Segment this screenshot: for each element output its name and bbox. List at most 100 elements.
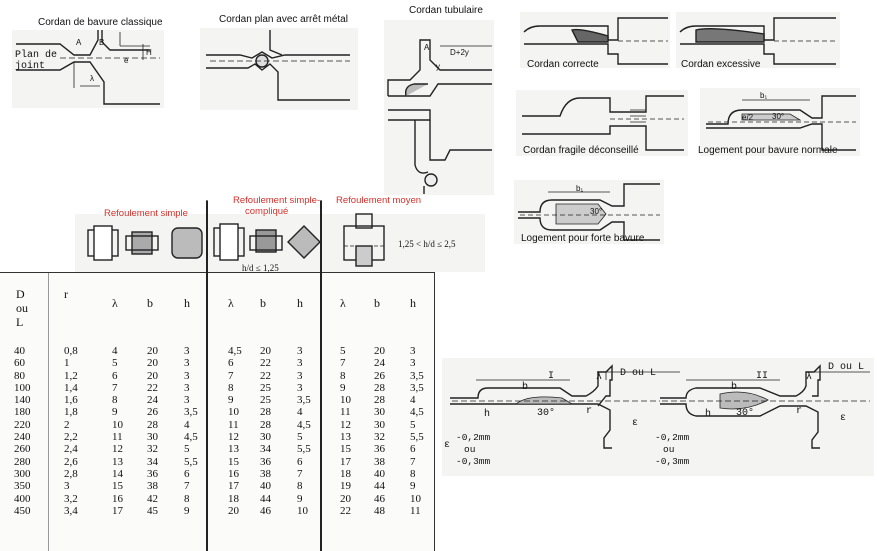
annotation-H: H <box>146 48 152 57</box>
table-cell: 3 <box>297 357 303 370</box>
table-cell: 28 <box>260 406 271 419</box>
annotation-tol-ou-II: ou <box>663 444 675 455</box>
table-cell: 240 <box>14 431 31 444</box>
table-cell: 1,4 <box>64 381 78 394</box>
table-cell: 4 <box>297 406 303 419</box>
caption-logement-normale: Logement pour bavure normale <box>698 145 838 156</box>
table-cell: 8 <box>340 369 346 382</box>
caption-refoulement-simple-complique-2: compliqué <box>245 206 289 217</box>
table-cell: 3 <box>184 345 190 357</box>
table-cell: 12 <box>340 418 351 431</box>
caption-refoulement-moyen: Refoulement moyen <box>336 195 422 206</box>
table-cell: 22 <box>260 357 271 370</box>
table-cell: 15 <box>228 455 239 468</box>
table-cell: 280 <box>14 455 31 468</box>
table-cell: 30 <box>147 431 158 444</box>
table-cell: 28 <box>374 394 385 407</box>
table-cell: 30 <box>374 406 385 419</box>
table-header-cell: h <box>297 296 303 310</box>
table-cell: 25 <box>260 394 271 407</box>
annotation-I: I <box>548 371 555 382</box>
table-cell: 19 <box>340 480 351 493</box>
annotation-hd-2: 1,25 < h/d ≤ 2,5 <box>398 239 456 249</box>
table-cell: 3 <box>297 345 303 357</box>
table-divider <box>320 201 322 551</box>
table-cell: 16 <box>112 492 123 505</box>
annotation-lambda: λ <box>90 74 94 83</box>
table-header-cell: λ <box>112 296 118 310</box>
table-header-cell: b <box>147 296 153 310</box>
table-cell: 45 <box>147 504 158 517</box>
annotation-b1-forte: b₁ <box>576 184 584 193</box>
table-header-cell: h <box>184 296 190 310</box>
annotation-tol-2-I: -0,3mm <box>456 456 491 467</box>
table-cell: 5,5 <box>297 443 311 456</box>
table-cell: 12 <box>228 431 239 444</box>
table-cell: 11 <box>112 431 123 444</box>
caption-refoulement-simple-complique-1: Refoulement simple- <box>233 195 321 206</box>
table-cell: 10 <box>112 418 123 431</box>
table-cell: 34 <box>260 443 271 456</box>
annotation-y: y <box>436 62 440 71</box>
table-cell: 34 <box>147 455 158 468</box>
table-cell: 140 <box>14 394 31 407</box>
table-cell: 2,8 <box>64 467 78 480</box>
table-cell: 450 <box>14 504 31 517</box>
table-header-cell: D ou L <box>16 287 28 329</box>
table-cell: 4,5 <box>297 418 311 431</box>
table-header-cell: λ <box>228 296 234 310</box>
annotation-tol-1-I: -0,2mm <box>456 432 491 443</box>
annotation-plan-de-joint-1: Plan de <box>15 50 58 61</box>
table-cell: 42 <box>147 492 158 505</box>
annotation-B: B <box>99 38 105 47</box>
table-cell: 1 <box>64 357 70 370</box>
table-cell: 9 <box>410 480 416 493</box>
table-cell: 4,5 <box>228 345 242 357</box>
table-cell: 8 <box>297 480 303 493</box>
annotation-DouL-II: D ou L <box>828 362 865 373</box>
annotation-r-II: r <box>796 406 803 417</box>
table-cell: 3 <box>184 394 190 407</box>
table-cell: 7 <box>410 455 416 468</box>
table-cell: 46 <box>374 492 385 505</box>
table-cell: 46 <box>260 504 271 517</box>
drawing-cordan-classique <box>16 30 160 105</box>
table-cell: 8 <box>410 467 416 480</box>
caption-cordan-tubulaire: Cordan tubulaire <box>409 5 483 16</box>
table-cell: 4,5 <box>184 431 198 444</box>
annotation-h-I: h <box>484 409 491 420</box>
table-cell: 17 <box>112 504 123 517</box>
table-cell: 3,2 <box>64 492 78 505</box>
table-cell: 3,4 <box>64 504 78 517</box>
annotation-30-II: 30° <box>736 408 755 419</box>
table-cell: 3 <box>184 357 190 370</box>
table-cell: 4,5 <box>410 406 424 419</box>
caption-cordan-fragile: Cordan fragile déconseillé <box>523 145 639 156</box>
annotation-plan-de-joint-2: joint <box>15 61 46 72</box>
table-cell: 38 <box>147 480 158 493</box>
annotation-e: e <box>124 56 129 65</box>
table-cell: 6 <box>297 455 303 468</box>
table-cell: 7 <box>340 357 346 370</box>
drawing-cordan-plan <box>206 30 350 101</box>
annotation-lambda-I: λ <box>596 372 603 383</box>
table-header-cell: λ <box>340 296 346 310</box>
annotation-A-tub: A <box>424 43 430 52</box>
annotation-eps-I: ε <box>632 418 639 429</box>
table-cell: 6 <box>112 369 118 382</box>
table-cell: 13 <box>112 455 123 468</box>
table-cell: 100 <box>14 381 31 394</box>
annotation-lambda-II: λ <box>806 372 813 383</box>
table-cell: 20 <box>374 345 385 357</box>
table-cell: 60 <box>14 357 25 370</box>
drawing-refoulement-simple-complique <box>213 223 321 261</box>
table-cell: 30 <box>374 418 385 431</box>
table-cell: 2,4 <box>64 443 78 456</box>
annotation-b-I: b <box>522 382 529 393</box>
table-cell: 9 <box>297 492 303 505</box>
table-cell: 9 <box>228 394 234 407</box>
table-cell: 17 <box>340 455 351 468</box>
